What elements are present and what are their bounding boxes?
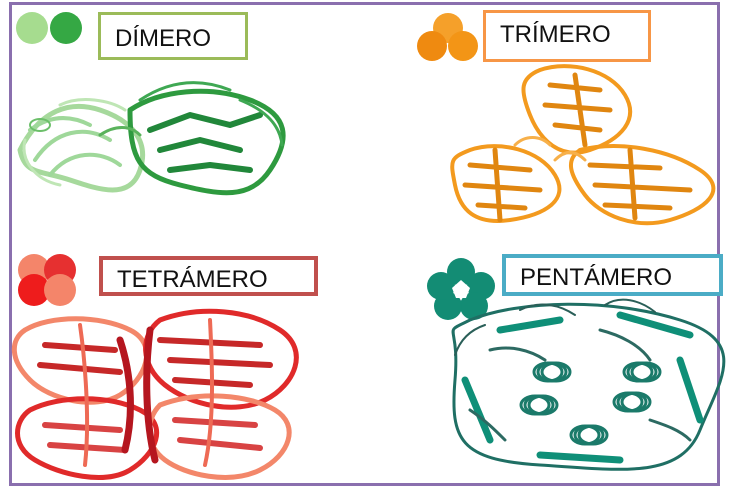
dimer-structure	[17, 81, 286, 196]
pentamer-structure	[451, 298, 726, 471]
tetramer-icon	[18, 254, 76, 306]
trimer-icon	[417, 13, 478, 61]
trimer-structure	[450, 64, 716, 226]
figure-frame	[9, 2, 720, 486]
label-pentamero: PENTÁMERO	[502, 254, 723, 296]
label-tetramero: TETRÁMERO	[99, 256, 318, 296]
pentamer-icon	[427, 258, 495, 320]
label-dimero: DÍMERO	[98, 12, 248, 60]
label-trimero: TRÍMERO	[483, 10, 651, 62]
dimer-icon	[16, 12, 82, 44]
tetramer-structure	[11, 308, 299, 480]
